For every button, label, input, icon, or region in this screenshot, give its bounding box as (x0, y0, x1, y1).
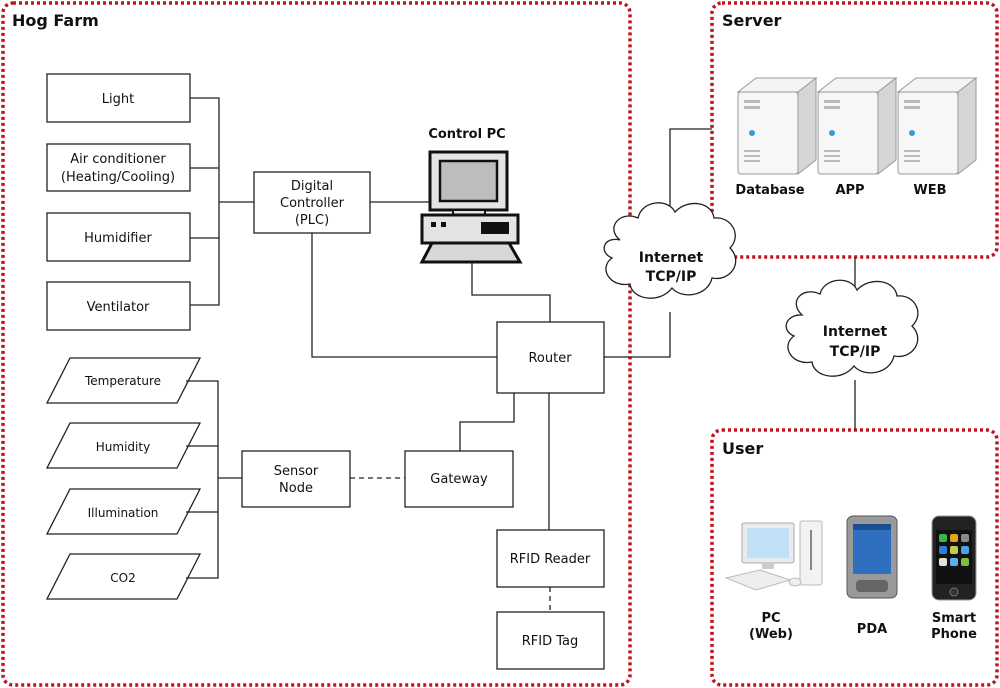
sensor-label: Temperature (84, 374, 161, 388)
control-pc-icon (419, 150, 523, 264)
actuator-label: Light (102, 92, 134, 107)
server-label: Database (735, 183, 804, 198)
rfid-tag-box: RFID Tag (496, 611, 605, 670)
pda-icon (846, 515, 898, 599)
sensor-co2: CO2 (45, 553, 202, 600)
server-web: WEB (896, 76, 978, 198)
cloud-label-2: TCP/IP (646, 269, 697, 285)
server-app: APP (816, 76, 898, 198)
actuator-label: Humidifier (84, 231, 152, 246)
sensor-label: CO2 (110, 571, 135, 585)
rfid-reader-box: RFID Reader (496, 529, 605, 588)
cloud-label-1: Internet (823, 324, 888, 340)
cloud-icon (785, 279, 919, 377)
cloud-icon (603, 202, 737, 299)
gateway-to-router-line (459, 393, 515, 451)
plc-label-2: Controller (280, 196, 345, 211)
app-icon (961, 534, 969, 542)
smartphone-icon (931, 515, 977, 601)
server-label: WEB (913, 183, 946, 198)
server-icon (817, 91, 879, 175)
cloud-label-2: TCP/IP (830, 344, 881, 360)
phone-label-1: Smart (932, 611, 976, 626)
app-icon (950, 546, 958, 554)
cloud-label-1: Internet (639, 250, 704, 266)
app-icon (961, 558, 969, 566)
gateway-box: Gateway (404, 450, 514, 508)
pc-web-icon (724, 520, 823, 591)
plc-label-3: (PLC) (295, 213, 329, 228)
rfid-reader-label: RFID Reader (510, 552, 591, 567)
pc-to-router-line (471, 262, 551, 322)
rfid-tag-label: RFID Tag (522, 634, 579, 649)
sensor-node-label-2: Node (279, 481, 313, 496)
sensor-label: Illumination (88, 506, 159, 520)
server-group: Database APP WEB (735, 76, 978, 198)
control-pc-label: Control PC (428, 127, 505, 142)
server-database: Database (735, 76, 818, 198)
user-title: User (722, 439, 763, 458)
app-icon (950, 558, 958, 566)
sensor-temperature: Temperature (45, 357, 202, 404)
actuator-light: Light (46, 73, 191, 123)
app-icon (961, 546, 969, 554)
hog-farm-title: Hog Farm (12, 11, 99, 30)
server-icon (897, 91, 959, 175)
actuator-air-conditioner: Air conditioner (Heating/Cooling) (46, 143, 191, 192)
app-icon (939, 546, 947, 554)
sensor-node-box: Sensor Node (241, 450, 351, 508)
pda-label: PDA (857, 622, 887, 637)
app-icon (939, 558, 947, 566)
server-title: Server (722, 11, 782, 30)
app-icon (950, 534, 958, 542)
plc-label-1: Digital (291, 179, 333, 194)
internet-to-server-line (669, 128, 712, 225)
sensor-label: Humidity (96, 440, 150, 454)
phone-label-2: Phone (931, 627, 977, 642)
actuator-label: Ventilator (87, 300, 150, 315)
server-icon (737, 91, 799, 175)
internet-cloud-2: Internet TCP/IP (785, 279, 919, 377)
router-label: Router (528, 351, 572, 366)
sensor-humidity: Humidity (45, 422, 202, 469)
actuator-label-line1: Air conditioner (70, 152, 166, 167)
router-box: Router (496, 321, 605, 394)
hog-farm-region (1, 1, 632, 687)
router-to-internet-line (604, 312, 671, 358)
sensor-node-label-1: Sensor (274, 464, 319, 479)
server-label: APP (835, 183, 864, 198)
pc-label-1: PC (761, 611, 780, 626)
actuator-label-line2: (Heating/Cooling) (61, 170, 175, 185)
app-icon (939, 534, 947, 542)
actuator-ventilator: Ventilator (46, 281, 191, 331)
internet-cloud-1: Internet TCP/IP (603, 202, 737, 299)
plc-box: Digital Controller (PLC) (253, 171, 371, 234)
sensor-illumination: Illumination (45, 488, 202, 535)
sensor-bus (186, 380, 242, 579)
actuator-humidifier: Humidifier (46, 212, 191, 262)
plc-to-router-line (311, 233, 497, 358)
pc-label-2: (Web) (749, 627, 793, 642)
gateway-label: Gateway (430, 472, 488, 487)
actuator-bus (190, 97, 254, 306)
